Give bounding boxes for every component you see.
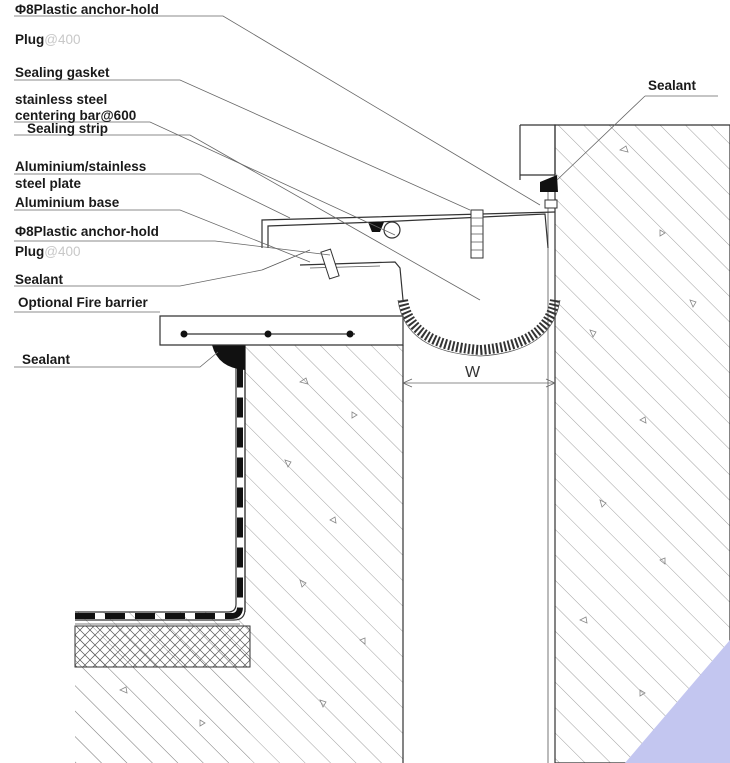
anchor-plug-mid bbox=[320, 248, 340, 280]
gap-width-label: W bbox=[465, 364, 481, 381]
upper-facing-panel bbox=[520, 124, 556, 176]
label-anchor-top: Φ8Plastic anchor-hold bbox=[15, 2, 159, 17]
corner-accent-shape bbox=[625, 640, 730, 763]
label-sealant-right: Sealant bbox=[648, 78, 697, 93]
label-fire-barrier: Optional Fire barrier bbox=[18, 295, 149, 310]
label-plate-line2: steel plate bbox=[15, 176, 82, 191]
right-concrete-wall bbox=[554, 124, 730, 763]
label-plug-top-spacing: @400 bbox=[44, 32, 80, 47]
label-plate-line1: Aluminium/stainless bbox=[15, 159, 146, 174]
label-aluminium-base: Aluminium base bbox=[15, 195, 120, 210]
sealing-strip bbox=[383, 221, 401, 239]
label-sealing-gasket: Sealing gasket bbox=[15, 65, 110, 80]
sealant-bead-upper bbox=[540, 175, 558, 192]
label-centering-bar-line2: centering bar@600 bbox=[15, 108, 136, 123]
lower-ground-hatch bbox=[75, 650, 250, 763]
fire-barrier bbox=[398, 298, 560, 356]
sealant-bead-lower bbox=[212, 345, 245, 370]
label-sealing-strip: Sealing strip bbox=[27, 121, 108, 136]
waterproofing-membrane bbox=[75, 345, 243, 619]
label-plug-mid-spacing: @400 bbox=[44, 244, 80, 259]
label-plug-top: Plug@400 bbox=[15, 32, 80, 47]
label-centering-bar-line1: stainless steel bbox=[15, 92, 107, 107]
label-sealant-left: Sealant bbox=[15, 272, 64, 287]
label-plug-mid: Plug@400 bbox=[15, 244, 80, 259]
label-anchor-mid: Φ8Plastic anchor-hold bbox=[15, 224, 159, 239]
label-sealant-lower: Sealant bbox=[22, 352, 71, 367]
cover-plate bbox=[261, 211, 556, 248]
insulation-layer bbox=[74, 625, 251, 668]
aluminium-base bbox=[299, 261, 404, 301]
